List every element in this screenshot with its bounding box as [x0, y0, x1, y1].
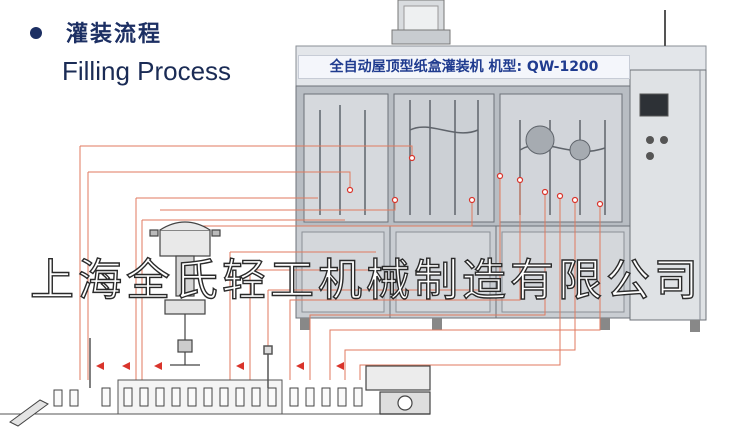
- leader-dots: [346, 154, 604, 208]
- filling-tank: [149, 221, 221, 366]
- company-watermark: 上海全氏轻工机械制造有限公司: [29, 254, 702, 306]
- cartons: [9, 387, 363, 427]
- leader-lines: [79, 145, 601, 380]
- page-title-cn: 灌装流程: [66, 21, 163, 47]
- carton-feeder: [365, 365, 431, 415]
- sealing-units: [89, 338, 273, 388]
- filling-machine: [295, 0, 707, 332]
- machine-model-banner: 全自动屋顶型纸盒灌装机 机型: QW-1200: [298, 55, 630, 79]
- page-title-en: Filling Process: [62, 56, 232, 86]
- flow-arrows: [96, 362, 344, 370]
- title-bullet: [30, 27, 42, 39]
